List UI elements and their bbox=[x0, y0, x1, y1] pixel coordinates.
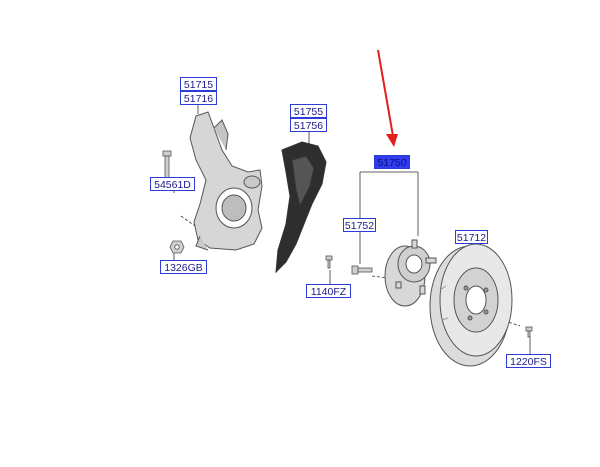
part-label-nut[interactable]: 1326GB bbox=[160, 260, 207, 274]
part-label-shield-b[interactable]: 51756 bbox=[290, 118, 327, 132]
hub-bolt-icon bbox=[351, 265, 373, 275]
shield-screw-icon bbox=[325, 255, 333, 269]
disc-screw-icon bbox=[525, 326, 533, 338]
part-label-knuckle-bolt[interactable]: 54561D bbox=[150, 177, 195, 191]
arrow-icon bbox=[377, 49, 398, 147]
part-label-disc-screw[interactable]: 1220FS bbox=[506, 354, 551, 368]
part-label-hub-assy[interactable]: 51750 bbox=[374, 155, 410, 169]
knuckle-bolt-icon bbox=[162, 150, 172, 181]
dust-shield-icon bbox=[275, 141, 327, 274]
steering-knuckle-icon bbox=[189, 111, 263, 251]
part-label-disc[interactable]: 51712 bbox=[455, 230, 488, 244]
part-label-shield-screw[interactable]: 1140FZ bbox=[306, 284, 351, 298]
hub-bearing-icon bbox=[384, 239, 437, 307]
brake-disc-icon bbox=[429, 243, 513, 367]
nut-icon bbox=[169, 240, 185, 254]
part-label-knuckle-a[interactable]: 51715 bbox=[180, 77, 217, 91]
part-label-knuckle-b[interactable]: 51716 bbox=[180, 91, 217, 105]
part-label-shield-a[interactable]: 51755 bbox=[290, 104, 327, 118]
shield-label-group: 51755 51756 bbox=[290, 104, 327, 132]
part-label-hub-bolt[interactable]: 51752 bbox=[343, 218, 376, 232]
knuckle-label-group: 51715 51716 bbox=[180, 77, 217, 105]
